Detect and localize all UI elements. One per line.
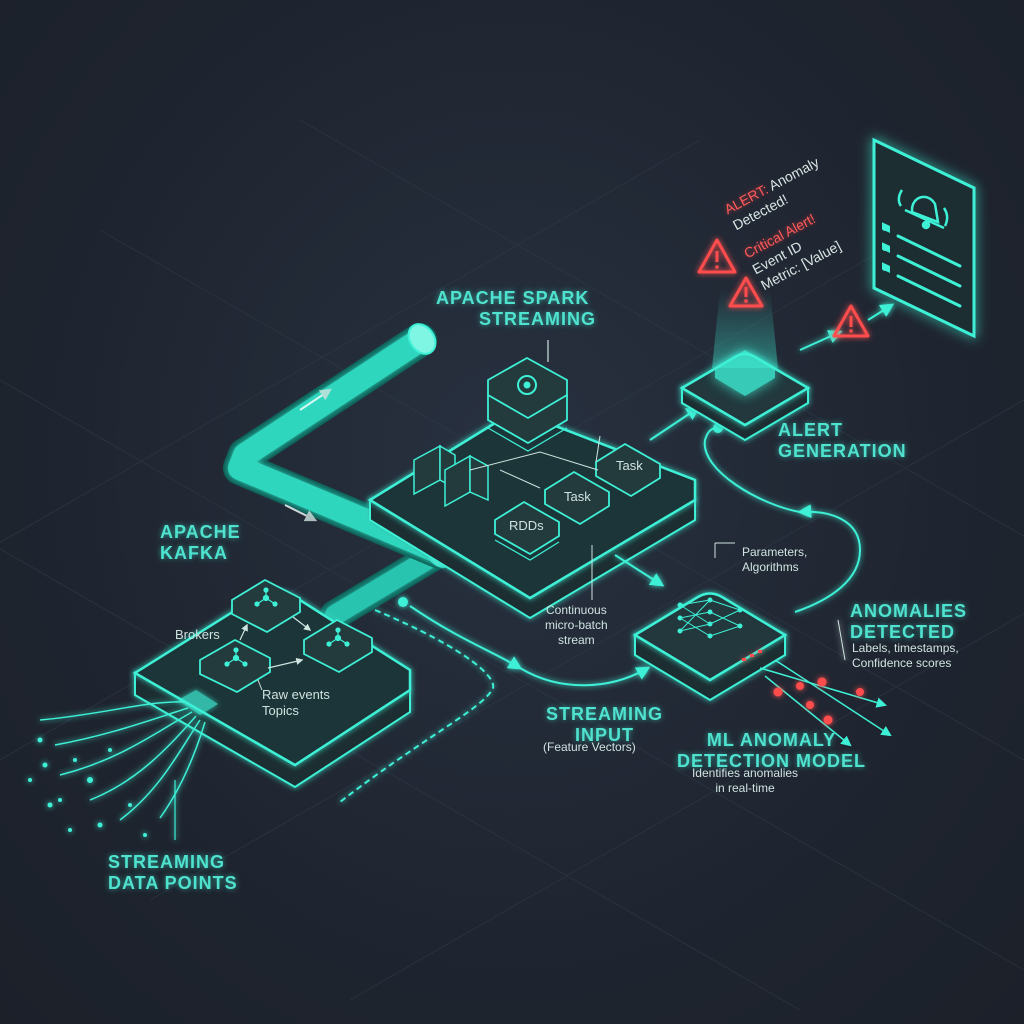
- streaming-data-points: [28, 701, 206, 840]
- anomaly-particles: [759, 659, 892, 747]
- network-node-icon: [224, 647, 248, 667]
- spark-ml-arrow: [614, 554, 665, 587]
- kafka-broker-node-1: [231, 578, 301, 634]
- kafka-platform: [132, 578, 412, 789]
- kafka-broker-node-3: [303, 618, 373, 674]
- server-icon: [487, 356, 568, 452]
- rdd-box: [494, 500, 560, 556]
- spark-platform: [367, 340, 697, 620]
- kafka-spark-pipe: [223, 323, 457, 630]
- gear-icon: [517, 375, 537, 395]
- bell-icon: [897, 189, 949, 230]
- task-box-2: [544, 470, 610, 526]
- kafka-brokers-label: Brokers: [175, 627, 220, 642]
- spark-task-2-label: Task: [564, 489, 591, 504]
- kafka-broker-node-2: [199, 638, 271, 694]
- streaming-input-flow: [339, 597, 651, 803]
- spark-rdds-label: RDDs: [509, 518, 544, 533]
- neural-net-icon: [677, 597, 743, 639]
- warning-icon: [728, 276, 764, 308]
- alert-generation-node: [679, 290, 811, 442]
- document-icon: [872, 137, 976, 339]
- ml-model-node: [632, 542, 788, 702]
- warning-icon: [832, 304, 870, 338]
- parameters-label: Parameters,Algorithms: [742, 545, 808, 574]
- warning-icon: [697, 238, 737, 274]
- task-box-1: [595, 442, 661, 498]
- feature-vectors-label: (Feature Vectors): [543, 740, 636, 754]
- spark-task-1-label: Task: [616, 458, 643, 473]
- anomalies-subtitle: Labels, timestamps,Confidence scores: [852, 641, 959, 670]
- network-node-icon: [326, 627, 350, 647]
- network-node-icon: [254, 587, 278, 607]
